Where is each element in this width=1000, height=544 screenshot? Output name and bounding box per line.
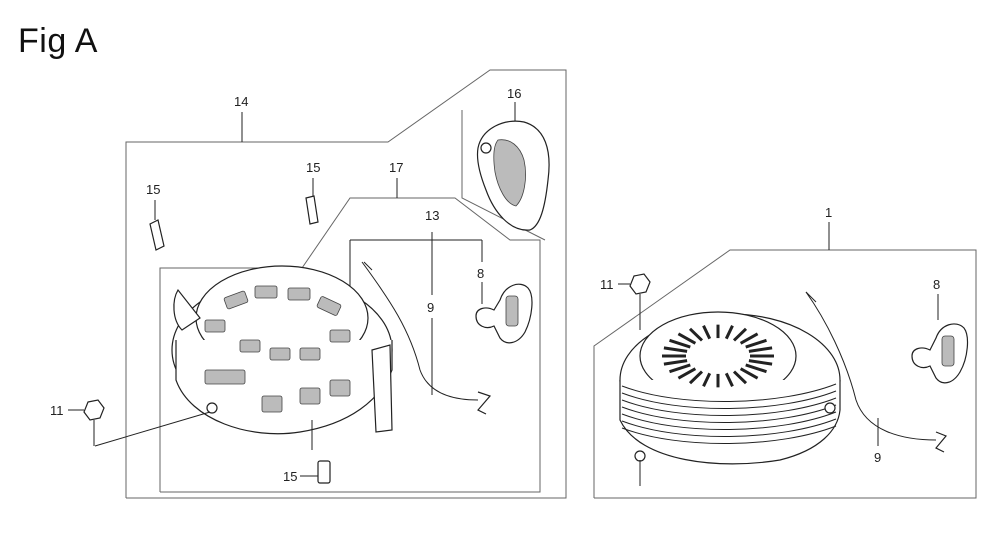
part-17-starter-case [94, 265, 393, 450]
rope-coil [621, 425, 837, 445]
vent-slot [724, 325, 734, 340]
vent-slot [663, 359, 688, 366]
rope-coils [621, 383, 837, 445]
vent-slot [732, 327, 748, 342]
vent-slot [732, 370, 748, 385]
vent-slot [688, 327, 704, 342]
part-11-nut-right [618, 273, 651, 330]
callout-17: 17 [389, 160, 403, 175]
rope-coil [621, 383, 837, 403]
vent-slot [724, 372, 734, 387]
part-8-rope-handle-left [475, 282, 533, 344]
vent-slot [748, 346, 773, 353]
callout-9-left: 9 [427, 300, 434, 315]
callout-14: 14 [234, 94, 248, 109]
rope-coil [621, 411, 837, 431]
rope-coil [621, 390, 837, 410]
callout-15-left: 15 [146, 182, 160, 197]
part-15-clips [149, 178, 331, 484]
vent-slot [669, 338, 691, 349]
callout-8-left: 8 [477, 266, 484, 281]
callout-11-right: 11 [600, 277, 614, 292]
vent-slots [662, 324, 774, 388]
vent-slot [677, 332, 697, 345]
callout-15-mid: 15 [306, 160, 320, 175]
callout-11-left: 11 [50, 403, 64, 418]
part-11-nut-left [68, 399, 105, 446]
part-8-rope-handle-right [911, 294, 969, 384]
vent-slot [739, 332, 759, 345]
rope-coil [621, 397, 837, 417]
vent-slot [677, 367, 697, 380]
part-1-starter-assembly [619, 311, 841, 486]
vent-slot [688, 370, 704, 385]
assembly-14-frame [125, 69, 567, 499]
vent-slot [702, 325, 712, 340]
callout-16: 16 [507, 86, 521, 101]
vent-slot [745, 338, 767, 349]
vent-slot [739, 367, 759, 380]
vent-slot [669, 363, 691, 374]
vent-slot [702, 372, 712, 387]
vent-slot [663, 346, 688, 353]
part-9-rope-right [805, 291, 947, 453]
part-16-starter-cover [476, 120, 550, 231]
vent-slot [745, 363, 767, 374]
callout-8-right: 8 [933, 277, 940, 292]
figure-title: Fig A [18, 22, 98, 60]
rope-coil [621, 404, 837, 424]
callout-15-bottom: 15 [283, 469, 297, 484]
callout-1: 1 [825, 205, 832, 220]
vent-slot [748, 359, 773, 366]
assembly-1-frame [593, 222, 977, 499]
rope-coil [621, 418, 837, 438]
callout-9-right: 9 [874, 450, 881, 465]
part-9-rope-left [361, 261, 492, 415]
callout-13: 13 [425, 208, 439, 223]
